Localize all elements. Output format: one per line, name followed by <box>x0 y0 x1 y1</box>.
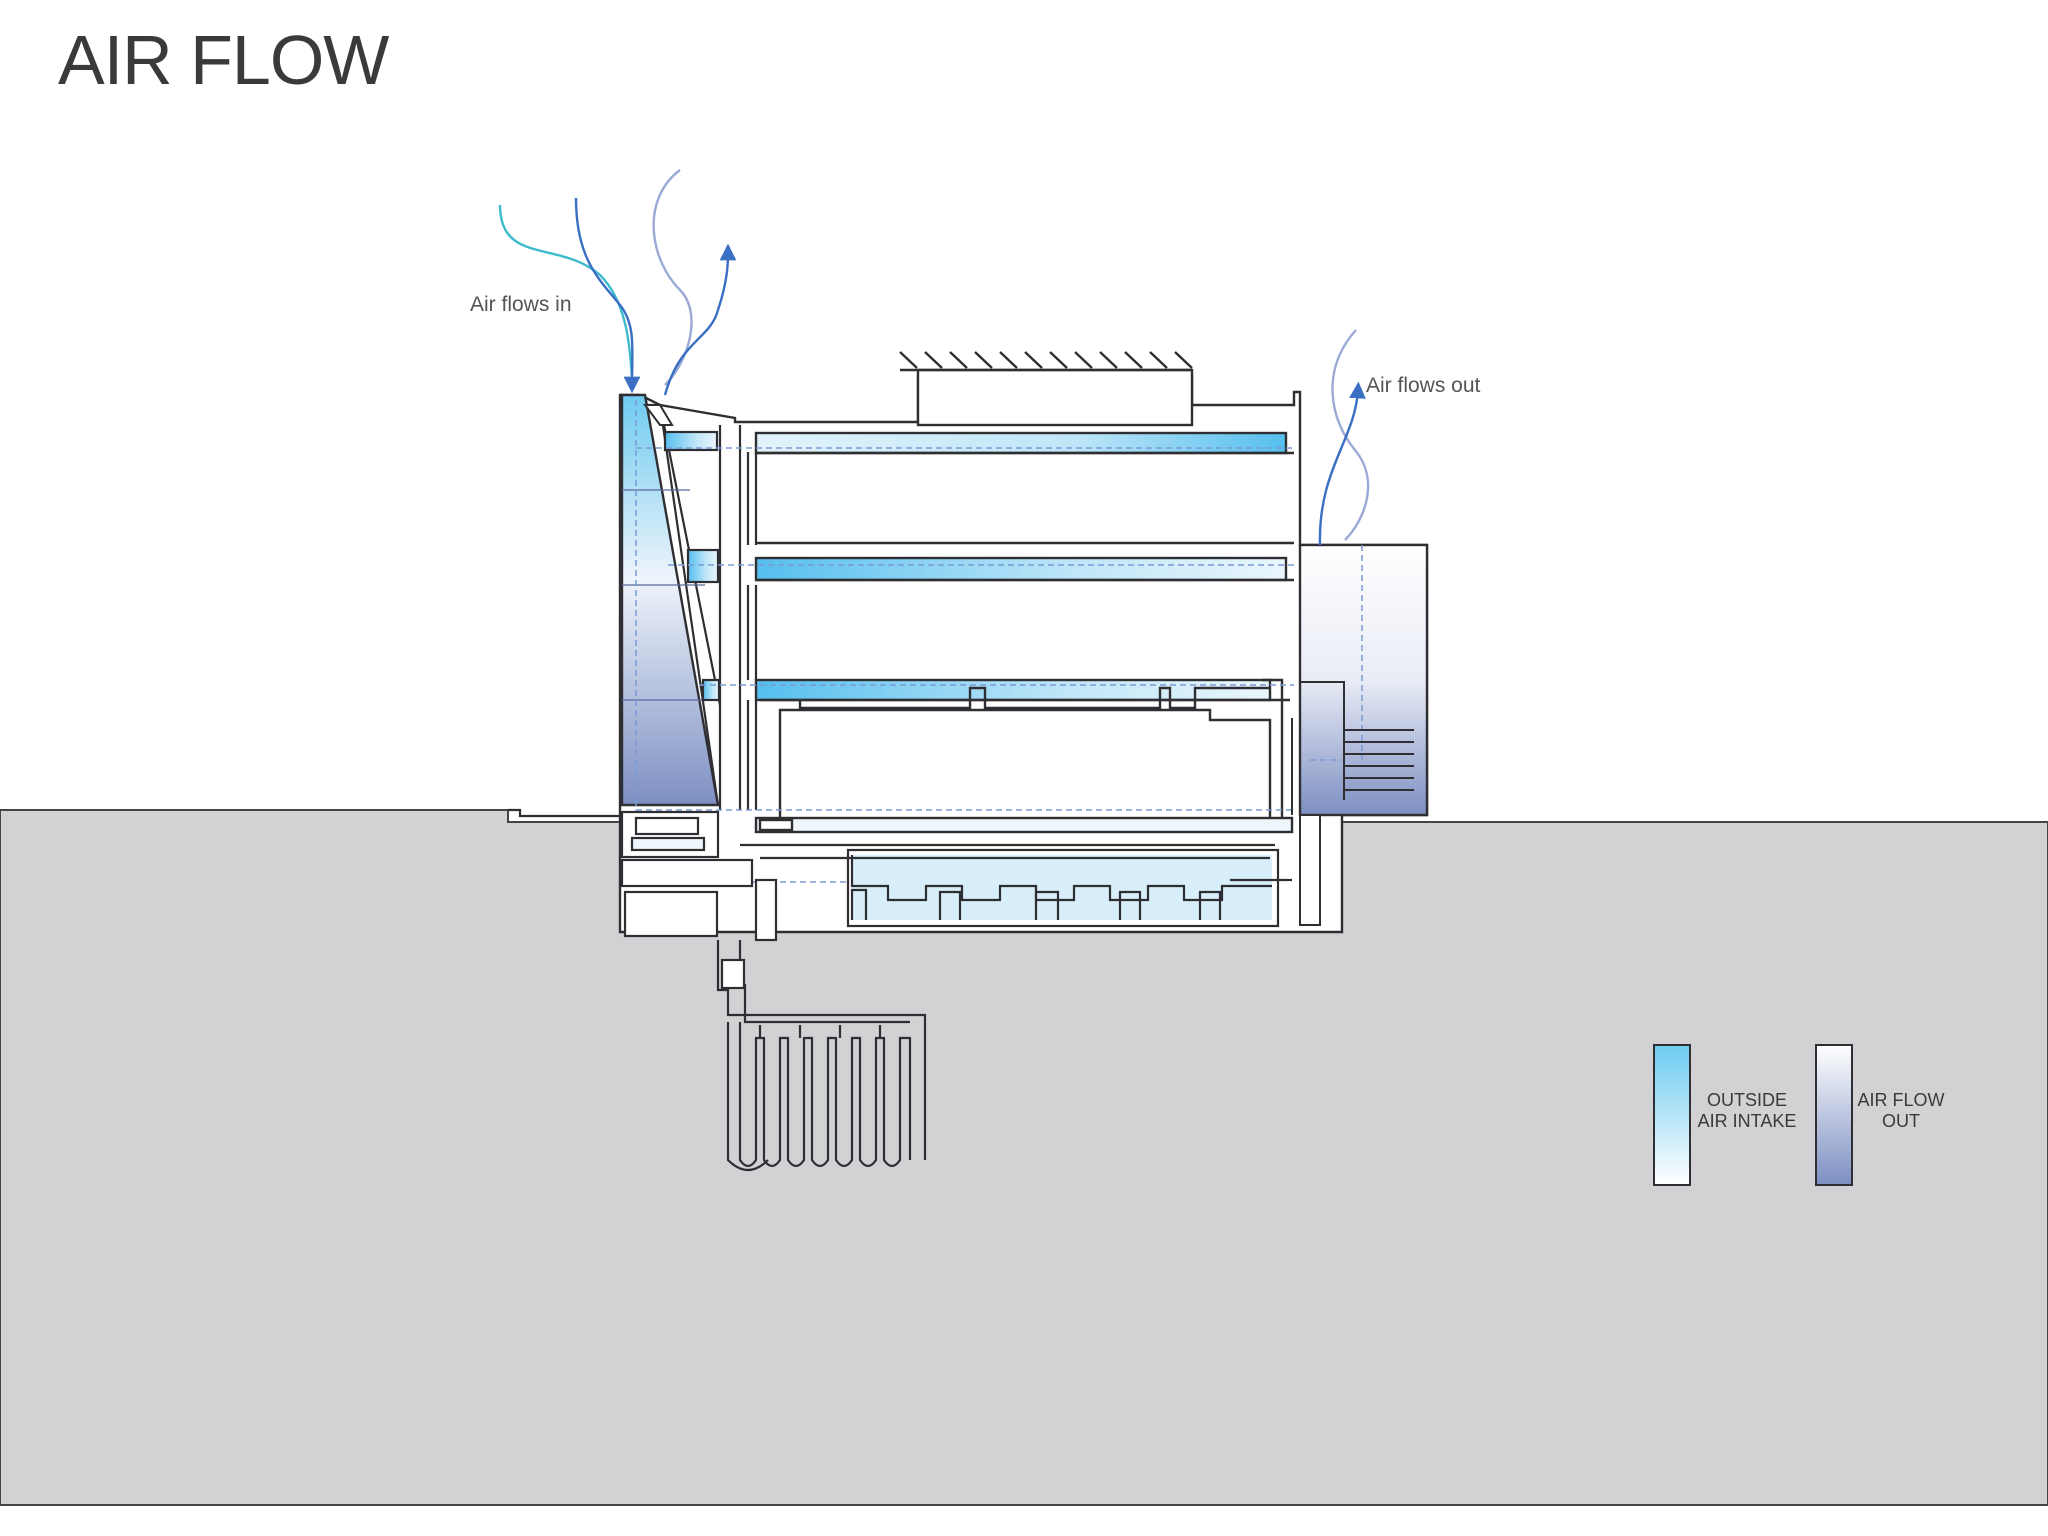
intake-facade <box>620 393 722 807</box>
riser-column <box>663 425 758 810</box>
legend-label-out: AIR FLOW OUT <box>1846 1090 1956 1132</box>
air-flows-out-label: Air flows out <box>1366 374 1481 397</box>
legend-label-intake: OUTSIDE AIR INTAKE <box>1692 1090 1802 1132</box>
legend-intake-line1: OUTSIDE <box>1706 1090 1787 1110</box>
air-in-streams <box>498 169 737 396</box>
legend-out-line1: AIR FLOW <box>1857 1090 1945 1110</box>
legend-intake-line2: AIR INTAKE <box>1697 1111 1797 1131</box>
entry-step <box>508 808 620 818</box>
legend-swatch-intake <box>1653 1044 1691 1186</box>
exhaust-stair <box>1291 681 1414 926</box>
legend-out-line2: OUT <box>1882 1111 1920 1131</box>
air-flows-in-label: Air flows in <box>470 293 572 316</box>
roof-louvers <box>899 351 1193 372</box>
air-out-streams <box>1318 329 1370 546</box>
legend-swatch-out <box>1815 1044 1853 1186</box>
floor-slabs <box>754 431 1294 834</box>
page-title: AIR FLOW <box>58 21 389 99</box>
basement-plenum <box>620 810 1292 942</box>
earth-tube <box>716 940 927 1172</box>
